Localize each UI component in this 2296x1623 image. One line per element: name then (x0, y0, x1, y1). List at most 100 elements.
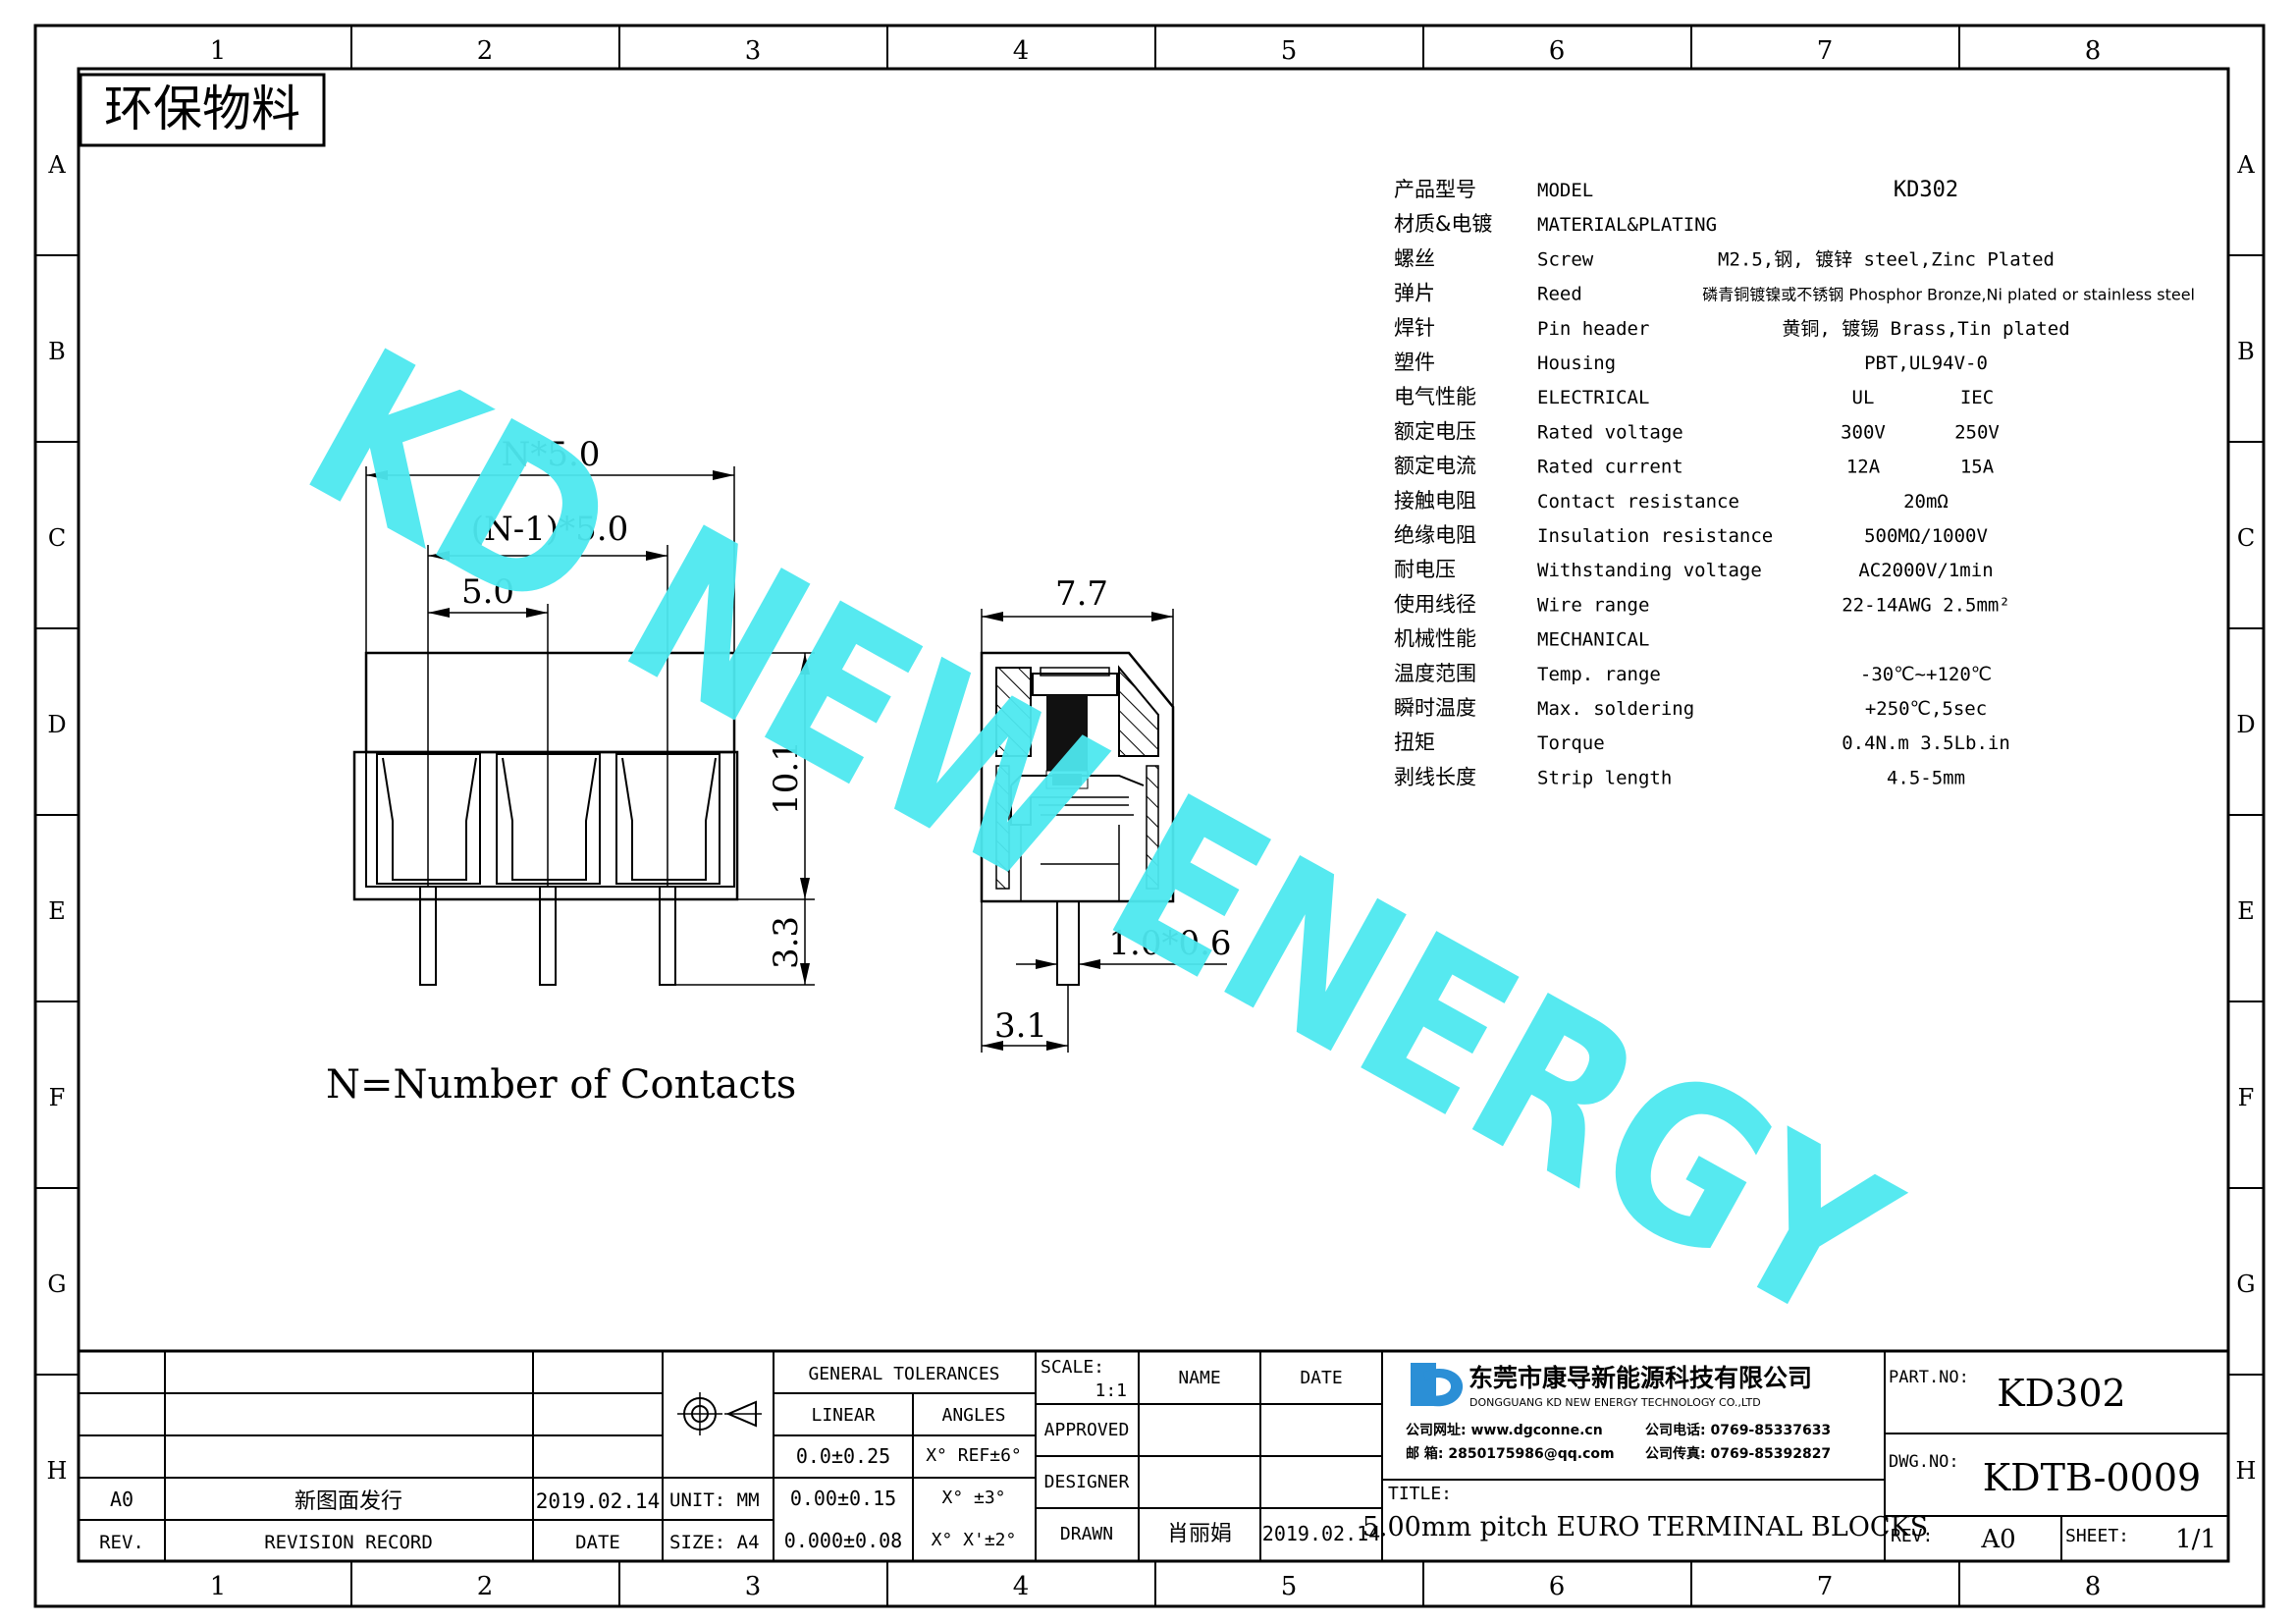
spec-label-cn: 接触电阻 (1394, 489, 1476, 513)
contacts-note: N=Number of Contacts (326, 1062, 796, 1108)
row-label: D (2236, 711, 2255, 738)
col-label: 8 (2085, 36, 2102, 66)
sheet-value: 1/1 (2175, 1525, 2216, 1554)
name-header: NAME (1178, 1368, 1220, 1388)
spec-value: M2.5,钢, 镀锌 steel,Zinc Plated (1718, 248, 2055, 270)
spec-value: KD302 (1894, 178, 1958, 202)
col-label: 2 (477, 36, 494, 66)
spec-label-en: Housing (1537, 352, 1616, 374)
col-label: 1 (210, 1572, 227, 1601)
company-email: 邮 箱: 2850175986@qq.com (1406, 1445, 1615, 1462)
spec-label-cn: 耐电压 (1394, 558, 1456, 581)
tolerance-angle-1: X° REF±6° (926, 1445, 1022, 1466)
row-label: B (2237, 338, 2255, 365)
column-labels-bottom: 1 2 3 4 5 6 7 8 (210, 1572, 2102, 1601)
col-label: 2 (477, 1572, 494, 1601)
spec-value: UL (1852, 387, 1875, 408)
sheet-label: SHEET: (2065, 1526, 2129, 1546)
col-label: 5 (1281, 1572, 1298, 1601)
row-label: E (48, 897, 66, 925)
spec-value: -30℃~+120℃ (1860, 664, 1992, 685)
spec-label-en: Reed (1537, 284, 1582, 305)
row-labels-right: A B C D E F G H (2236, 151, 2257, 1485)
spec-label-cn: 扭矩 (1394, 730, 1435, 754)
tolerance-linear-3: 0.000±0.08 (784, 1529, 902, 1552)
spec-label-en: Rated current (1537, 457, 1683, 478)
dim-pin-offset: 3.1 (994, 1006, 1047, 1046)
spec-row: 弹片 Reed 磷青铜镀镍或不锈钢 Phosphor Bronze,Ni plate… (1394, 282, 2195, 305)
dim-overall-length: N*5.0 (502, 435, 601, 474)
spec-label-en: Insulation resistance (1537, 525, 1773, 547)
spec-value: PBT,UL94V-0 (1864, 352, 1988, 374)
date-header: DATE (575, 1532, 620, 1553)
spec-label-cn: 材质&电镀 (1394, 212, 1492, 236)
dim-pin-section: 1.0*0.6 (1108, 924, 1231, 963)
row-label: C (2237, 524, 2255, 552)
spec-value: 500MΩ/1000V (1864, 525, 1988, 547)
drawn-date: 2019.02.14 (1262, 1522, 1380, 1545)
row-label: F (2238, 1084, 2255, 1111)
company-name-en: DONGGUANG KD NEW ENERGY TECHNOLOGY CO.,L… (1469, 1396, 1761, 1409)
spec-value: 磷青铜镀镍或不锈钢 Phosphor Bronze,Ni plated or s… (1702, 286, 2195, 304)
spec-label-en: Contact resistance (1537, 491, 1739, 513)
row-label: E (2237, 897, 2255, 925)
rev-header: REV. (99, 1532, 144, 1553)
spec-value-secondary: 250V (1954, 421, 2000, 443)
row-label: G (2236, 1271, 2255, 1298)
col-label: 3 (745, 36, 762, 66)
tolerance-angle-3: X° X'±2° (932, 1530, 1017, 1550)
spec-value: 黄铜, 镀锡 Brass,Tin plated (1782, 318, 2069, 340)
approved-label: APPROVED (1044, 1420, 1130, 1440)
side-view: 7.7 1.0*0.6 3.1 (980, 574, 1232, 1053)
rev-description: 新图面发行 (294, 1489, 402, 1514)
dim-depth: 7.7 (1055, 574, 1108, 614)
dwg-no-value: KDTB-0009 (1983, 1456, 2201, 1499)
stamp-text: 环保物料 (104, 81, 300, 137)
spec-label-en: MECHANICAL (1537, 629, 1649, 651)
spec-label-en: Withstanding voltage (1537, 560, 1762, 581)
column-labels-top: 1 2 3 4 5 6 7 8 (210, 36, 2102, 66)
spec-label-cn: 弹片 (1394, 282, 1435, 305)
spec-label-cn: 塑件 (1394, 351, 1435, 374)
drawing-title: 5.00mm pitch EURO TERMINAL BLOCKS (1362, 1512, 1929, 1542)
spec-label-en: Screw (1537, 248, 1594, 270)
spec-value-secondary: 15A (1960, 457, 1995, 478)
company-name-cn: 东莞市康导新能源科技有限公司 (1468, 1364, 1812, 1392)
unit-label: UNIT: MM (669, 1489, 760, 1511)
row-label: D (47, 711, 66, 738)
designer-label: DESIGNER (1044, 1472, 1130, 1492)
spec-label-cn: 绝缘电阻 (1394, 523, 1476, 547)
spec-label-cn: 额定电压 (1394, 419, 1476, 443)
date-header-approval: DATE (1300, 1368, 1342, 1388)
spec-label-en: ELECTRICAL (1537, 387, 1649, 408)
eco-material-stamp: 环保物料 (79, 73, 326, 147)
projection-symbol-icon (677, 1392, 762, 1435)
row-label: F (49, 1084, 66, 1111)
row-label: B (48, 338, 66, 365)
col-label: 8 (2085, 1572, 2102, 1601)
col-label: 3 (745, 1572, 762, 1601)
spec-value: 4.5-5mm (1887, 767, 1965, 788)
spec-label-en: Rated voltage (1537, 421, 1683, 443)
general-tolerances-header: GENERAL TOLERANCES (808, 1364, 999, 1384)
tolerance-angle-2: X° ±3° (941, 1488, 1005, 1508)
spec-label-en: Wire range (1537, 594, 1649, 616)
row-label: G (47, 1271, 66, 1298)
company-phone: 公司电话: 0769-85337633 (1645, 1422, 1831, 1438)
angles-header: ANGLES (941, 1405, 1005, 1426)
border-frame (33, 24, 2266, 1608)
rev-code: A0 (110, 1488, 133, 1511)
scale-value: 1:1 (1095, 1380, 1127, 1401)
front-view: N*5.0 (N-1)*5.0 5.0 10.1 3.3 N=Number of… (326, 435, 815, 1108)
spec-value: AC2000V/1min (1858, 560, 1993, 581)
col-label: 4 (1013, 36, 1030, 66)
row-label: A (2236, 151, 2255, 179)
